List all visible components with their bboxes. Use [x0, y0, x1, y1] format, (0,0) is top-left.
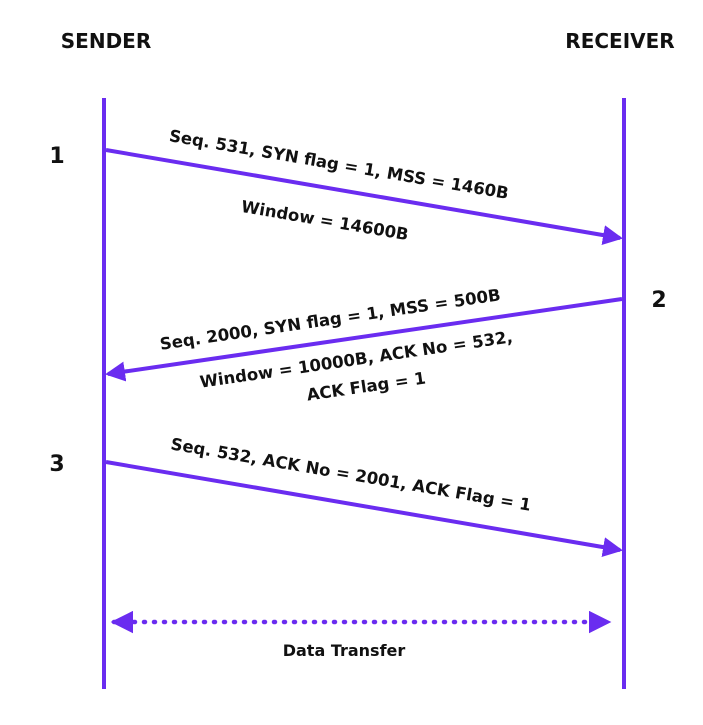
- syn-ack-label-line3: ACK Flag = 1: [305, 368, 427, 404]
- step-2-number: 2: [651, 288, 666, 313]
- syn-label-line2: Window = 14600B: [240, 197, 410, 244]
- syn-arrow: [105, 148, 623, 245]
- ack-arrow: [105, 460, 623, 557]
- step-3-number: 3: [49, 452, 64, 477]
- step-1-number: 1: [49, 144, 64, 169]
- syn-ack-arrow: [105, 297, 623, 382]
- receiver-header: RECEIVER: [565, 29, 674, 53]
- data-transfer-label: Data Transfer: [283, 641, 406, 660]
- sender-header: SENDER: [61, 29, 151, 53]
